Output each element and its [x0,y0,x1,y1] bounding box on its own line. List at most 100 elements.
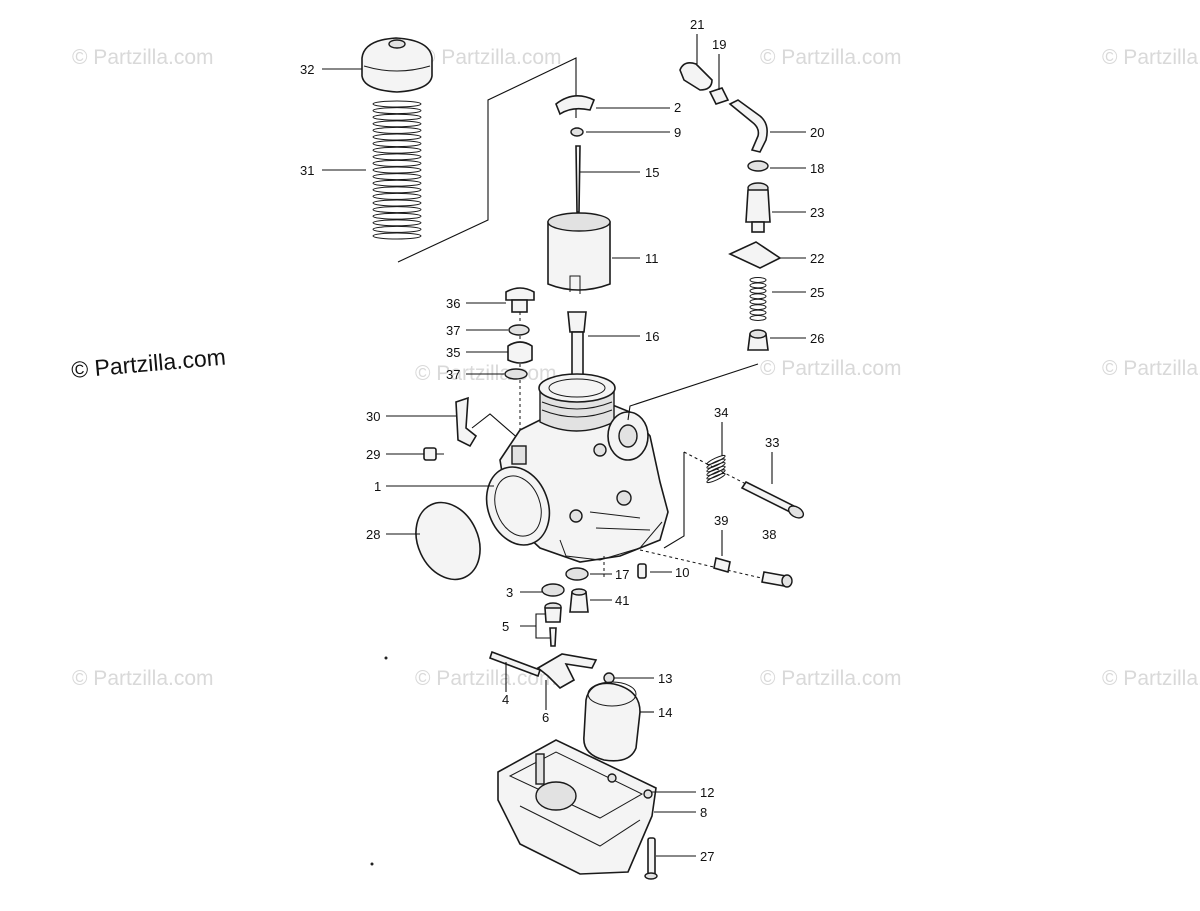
watermark: © Partzilla.com [760,667,902,690]
spring-coil [372,100,422,108]
spring-coil [372,219,422,227]
watermark: © Partzilla.com [1102,667,1200,690]
spring-coil [372,212,422,220]
cable-bracket-line [397,57,577,263]
part-float-pin [488,650,542,678]
label-23: 23 [810,205,824,220]
spring-coil [372,206,422,214]
spring-coil [749,277,767,283]
main-watermark: © Partzilla.com [70,344,227,383]
part-washer [565,567,589,581]
part-bowl-screw [644,837,658,880]
label-8: 8 [700,805,707,820]
label-17: 17 [615,567,629,582]
part-washer [541,583,565,597]
label-19: 19 [712,37,726,52]
spring-coil [372,153,422,161]
label-6: 6 [542,710,549,725]
label-27: 27 [700,849,714,864]
spring-coil [372,107,422,115]
part-cable-end [747,329,769,351]
label-32: 32 [300,62,314,77]
spring-coil [706,462,726,473]
part-small-screw [423,447,444,461]
spring-coil [749,298,767,305]
label-39: 39 [714,513,728,528]
stray-dot [384,656,388,660]
label-38: 38 [762,527,776,542]
watermark: © Partzilla.com [415,667,557,690]
part-float-bowl [497,739,657,875]
part-needle-clip [555,95,596,116]
watermark: © Partzilla.com [760,46,902,69]
label-5: 5 [502,619,509,634]
label-13: 13 [658,671,672,686]
spring-coil [749,287,767,294]
spring-coil [706,454,726,466]
spring-coil [372,166,422,174]
label-35: 35 [446,345,460,360]
spring-coil [372,126,422,134]
spring-coil [372,225,422,233]
part-spring [372,100,422,240]
guide [683,451,747,485]
watermarks: © Partzilla.com © Partzilla.com © Partzi… [70,46,1200,690]
label-2: 2 [674,100,681,115]
guide [639,549,771,581]
spring-coil [749,315,767,321]
spring-coil [372,232,422,240]
part-cable-cap [679,62,713,91]
label-1: 1 [374,479,381,494]
spring-coil [749,309,767,316]
label-12: 12 [700,785,714,800]
part-cable-plate [728,241,782,269]
part-cap [361,37,433,93]
spring-coil [372,186,422,194]
part-drain-screw [637,563,647,579]
label-34: 34 [714,405,728,420]
spring-coil [372,199,422,207]
spring-coil [372,146,422,154]
bracket-line [663,452,685,549]
spring-coil [372,113,422,121]
label-22: 22 [810,251,824,266]
part-idle-screw [740,480,805,519]
spring-coil [706,458,726,469]
label-29: 29 [366,447,380,462]
part-air-screw-stack [504,287,535,460]
part-pilot-spring [713,556,731,574]
part-float-pin-clip [603,672,615,684]
label-41: 41 [615,593,629,608]
label-31: 31 [300,163,314,178]
label-20: 20 [810,125,824,140]
label-21: 21 [690,17,704,32]
spring-coil [706,469,726,480]
spring-coil [749,293,767,300]
part-cable-elbow [728,99,768,153]
label-9: 9 [674,125,681,140]
part-ring [570,127,584,137]
part-labels: 32 31 2 9 15 11 16 36 37 35 37 30 29 1 2… [300,17,824,864]
watermark: © Partzilla.com [1102,46,1200,69]
spring-coil [706,472,726,484]
label-36: 36 [446,296,460,311]
bracket-guide [471,413,521,441]
watermark: © Partzilla.com [760,357,902,380]
part-cable-adjuster [745,182,771,233]
part-jet-needle [575,145,581,213]
part-bracket [455,396,478,448]
part-main-jet [569,588,589,613]
part-float [583,681,641,762]
label-28: 28 [366,527,380,542]
label-26: 26 [810,331,824,346]
watermark: © Partzilla.com [1102,357,1200,380]
spring-coil [372,159,422,167]
label-15: 15 [645,165,659,180]
part-intake-gasket [415,501,481,581]
part-needle-valve [544,602,562,647]
label-30: 30 [366,409,380,424]
watermark: © Partzilla.com [72,46,214,69]
label-14: 14 [658,705,672,720]
